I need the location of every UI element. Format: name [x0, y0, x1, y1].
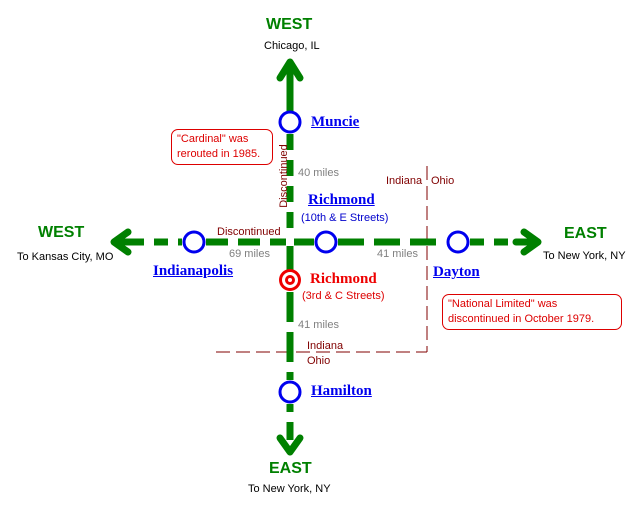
direction-west-label: WEST	[38, 224, 85, 241]
note-national-limited: "National Limited" was discontinued in O…	[442, 294, 622, 330]
destination-south: To New York, NY	[248, 483, 331, 495]
station-link-muncie[interactable]: Muncie	[311, 114, 360, 130]
distance-indianapolis-richmond: 69 miles	[229, 248, 270, 260]
station-link-indianapolis[interactable]: Indianapolis	[153, 263, 234, 279]
station-current-richmond-3rd: Richmond	[310, 271, 377, 287]
station-marker-muncie	[278, 110, 302, 134]
distance-muncie-richmond: 40 miles	[298, 167, 339, 179]
station-marker-hamilton	[278, 380, 302, 404]
distance-richmond-hamilton: 41 miles	[298, 319, 339, 331]
station-marker-dayton	[446, 230, 470, 254]
state-label-ohio-vertical: Ohio	[431, 175, 455, 187]
station-marker-richmond-current-icon	[279, 269, 301, 291]
station-link-hamilton[interactable]: Hamilton	[311, 383, 372, 399]
destination-east: To New York, NY	[543, 250, 626, 262]
station-marker-indianapolis	[182, 230, 206, 254]
state-label-indiana-horizontal: Indiana	[307, 340, 344, 352]
state-label-indiana-vertical: Indiana	[386, 175, 423, 187]
station-link-richmond-10th[interactable]: Richmond	[308, 192, 375, 208]
distance-richmond-dayton: 41 miles	[377, 248, 418, 260]
state-label-ohio-horizontal: Ohio	[307, 355, 331, 367]
status-indianapolis-richmond: Discontinued	[217, 226, 281, 238]
station-link-dayton[interactable]: Dayton	[433, 264, 480, 280]
station-address-richmond-3rd: (3rd & C Streets)	[302, 290, 385, 302]
station-marker-richmond-10th	[314, 230, 338, 254]
direction-north-label: WEST	[266, 16, 313, 33]
note-cardinal: "Cardinal" was rerouted in 1985.	[171, 129, 273, 165]
station-address-richmond-10th: (10th & E Streets)	[301, 212, 389, 224]
status-muncie-richmond: Discontinued	[278, 144, 290, 208]
direction-east-label: EAST	[564, 225, 607, 242]
destination-west: To Kansas City, MO	[17, 251, 114, 263]
arrow-south-icon	[276, 434, 304, 456]
destination-north: Chicago, IL	[264, 40, 320, 52]
direction-south-label: EAST	[269, 460, 312, 477]
